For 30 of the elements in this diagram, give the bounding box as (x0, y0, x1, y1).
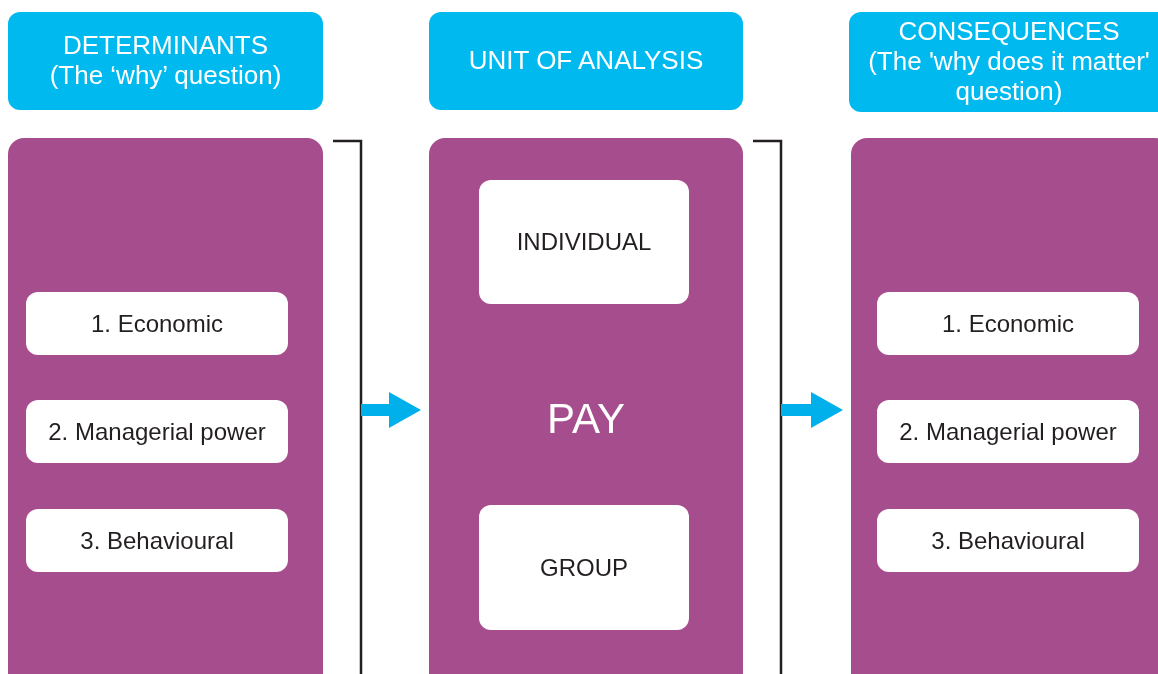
factor-label: GROUP (539, 552, 629, 583)
factor-label: 2. Managerial power (47, 416, 267, 447)
factor-box (26, 509, 288, 572)
header-subtitle: (The 'why does it matter' question) (867, 47, 1151, 107)
column-header (429, 12, 743, 110)
header-title: DETERMINANTS (61, 31, 270, 61)
column-header (849, 12, 1158, 112)
factor-label: INDIVIDUAL (515, 227, 653, 257)
panel-label: PAY (546, 393, 626, 444)
column-panel (851, 138, 1158, 674)
factor-box (877, 292, 1139, 355)
column-header (8, 12, 323, 110)
factor-box (479, 180, 689, 304)
column-panel (429, 138, 743, 674)
arrow (781, 392, 843, 428)
header-title: CONSEQUENCES (897, 17, 1121, 48)
factor-label: 1. Economic (89, 308, 225, 339)
header-title: UNIT OF ANALYSIS (467, 46, 705, 76)
factor-label: 3. Behavioural (930, 525, 1086, 556)
column-panel (8, 138, 323, 674)
factor-label: 1. Economic (940, 308, 1076, 339)
factor-box (877, 400, 1139, 463)
header-subtitle: (The ‘why’ question) (48, 61, 283, 91)
factor-label: 2. Managerial power (898, 416, 1118, 447)
factor-box (26, 292, 288, 355)
factor-label: 3. Behavioural (79, 525, 235, 556)
factor-box (26, 400, 288, 463)
factor-box (479, 505, 689, 630)
arrow (361, 392, 421, 428)
factor-box (877, 509, 1139, 572)
